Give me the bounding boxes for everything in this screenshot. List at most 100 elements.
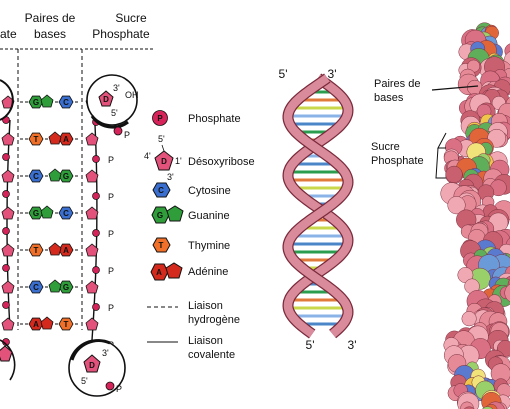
legend-hbond: Liaison hydrogène xyxy=(147,300,240,326)
header-sugar-line1: Sucre xyxy=(115,11,147,25)
base-letter: C xyxy=(33,172,39,181)
phosphate-circle xyxy=(92,266,100,274)
base-letter: T xyxy=(34,246,39,255)
base-ring xyxy=(48,168,62,182)
base-ring xyxy=(40,316,54,330)
ladder-top-right-circle: D 3' OH 5' P xyxy=(86,74,139,140)
p-letter: P xyxy=(108,266,114,276)
sugar-pentagon xyxy=(85,317,99,331)
p-letter: P xyxy=(108,155,114,165)
prime-3: 3' xyxy=(167,172,174,182)
legend-deoxyribose-label: Désoxyribose xyxy=(188,156,255,168)
dna-ladder: PGCPTAPCGPGCPTAPCGPAT xyxy=(1,94,114,350)
ladder-bottom-right-circle: D 3' 5' P xyxy=(68,339,126,397)
helix-strands xyxy=(282,73,354,339)
spacefill-labels: Paires de bases Sucre Phosphate xyxy=(371,78,479,179)
helix-bottom-right-label: 3' xyxy=(348,338,357,352)
phosphate-circle xyxy=(92,155,100,163)
base-letter: G xyxy=(33,98,39,107)
phosphate-circle xyxy=(2,264,10,272)
base-ring xyxy=(48,279,62,293)
helix-rungs xyxy=(288,82,348,326)
phosphate-circle xyxy=(2,153,10,161)
sugar-pentagon xyxy=(85,243,99,257)
ladder-left-backbone xyxy=(6,119,11,331)
ladder-bottom-left-circle xyxy=(0,339,16,381)
base-ring xyxy=(58,132,74,146)
phosphate-circle xyxy=(92,229,100,237)
spacefill-sugar-line2: Phosphate xyxy=(371,155,424,167)
header-pairs-line1: Paires de xyxy=(25,11,76,25)
base-letter: G xyxy=(63,172,69,181)
base-letter: A xyxy=(63,246,69,255)
base-letter: C xyxy=(63,209,69,218)
d-letter: D xyxy=(103,95,109,104)
top-circle-p: P xyxy=(124,130,130,140)
base-ring xyxy=(28,280,44,294)
base-ring xyxy=(58,280,74,294)
legend-phosphate: P Phosphate xyxy=(152,110,241,126)
base-ring xyxy=(58,169,74,183)
helix-top-left-label: 5' xyxy=(279,67,288,81)
top-circle-oh: OH xyxy=(125,90,139,100)
base-ring xyxy=(58,95,74,109)
sugar-pentagon xyxy=(85,280,99,294)
atom-sphere xyxy=(481,406,494,409)
base-ring xyxy=(58,317,74,331)
legend-cytosine: C Cytosine xyxy=(152,182,231,198)
spacefill-sugar-bracket xyxy=(435,132,447,179)
base-letter: T xyxy=(34,135,39,144)
top-circle-p5: 5' xyxy=(111,108,118,118)
top-circle-p3: 3' xyxy=(113,83,120,93)
legend-thymine-label: Thymine xyxy=(188,240,230,252)
atom-sphere xyxy=(461,311,477,327)
base-ring xyxy=(58,206,74,220)
atom-sphere xyxy=(504,283,510,302)
helix-strand-a xyxy=(283,74,353,338)
atom-sphere xyxy=(447,196,466,215)
ladder-rung: PAT xyxy=(1,316,114,350)
ladder-top-left-circle xyxy=(0,79,14,121)
legend-covalent: Liaison covalente xyxy=(147,335,235,361)
spacefill-pairs-pointer xyxy=(431,85,479,91)
legend-hbond-line2: hydrogène xyxy=(188,314,240,326)
sugar-pentagon xyxy=(1,169,15,183)
header-brackets xyxy=(0,48,155,330)
c-letter: C xyxy=(158,186,164,195)
base-letter: T xyxy=(64,320,69,329)
sugar-pentagon xyxy=(1,243,15,257)
p-letter: P xyxy=(108,303,114,313)
base-ring xyxy=(58,243,74,257)
helix-bottom-left-label: 5' xyxy=(306,338,315,352)
base-ring xyxy=(40,94,54,108)
legend-cytosine-label: Cytosine xyxy=(188,185,231,197)
atom-sphere xyxy=(463,406,475,409)
base-ring xyxy=(48,131,62,145)
t-letter: T xyxy=(159,241,164,250)
helix-strand-b xyxy=(283,74,353,338)
legend-adenine-label: Adénine xyxy=(188,266,228,278)
double-helix: 5' 3' 5' 3' xyxy=(279,67,357,352)
sugar-pentagon xyxy=(1,317,15,331)
prime-4: 4' xyxy=(144,151,151,161)
spacefill-pairs-line1: Paires de xyxy=(374,78,420,90)
sugar-pentagon xyxy=(85,169,99,183)
bottom-circle-p3: 3' xyxy=(102,348,109,358)
legend-phosphate-label: Phosphate xyxy=(188,113,241,125)
sugar-pentagon xyxy=(85,132,99,146)
sugar-pentagon xyxy=(1,206,15,220)
base-ring xyxy=(48,242,62,256)
legend-covalent-line2: covalente xyxy=(188,349,235,361)
helix-top-right-label: 3' xyxy=(328,67,337,81)
base-ring xyxy=(28,132,44,146)
base-letter: A xyxy=(33,320,39,329)
legend-deoxyribose: 5' D 4' 1' 3' Désoxyribose xyxy=(144,134,255,182)
base-letter: A xyxy=(63,135,69,144)
ladder-rung: P T A xyxy=(1,242,114,276)
base-ring xyxy=(28,169,44,183)
g-letter: G xyxy=(157,211,163,220)
phosphate-circle xyxy=(2,227,10,235)
